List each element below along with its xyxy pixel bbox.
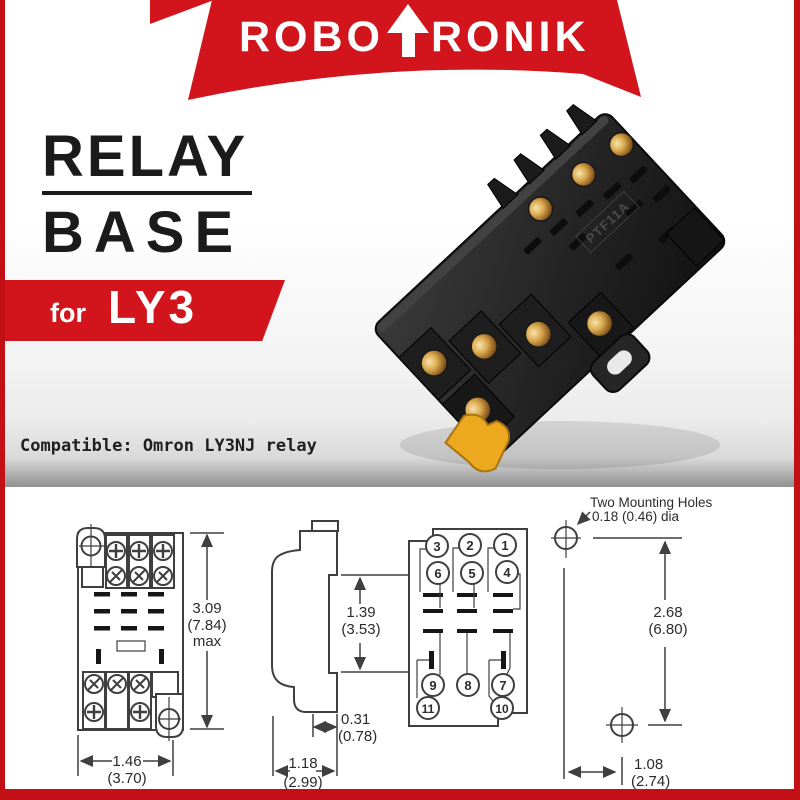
front-width-cm: (3.70) [107, 770, 146, 787]
product-photo: PTF11A [374, 104, 726, 473]
mount-274: (2.74) [631, 773, 670, 790]
side-width-dimension: 1.18 (2.99) [272, 714, 338, 790]
pin-6: 6 [434, 566, 441, 581]
pin-circles: 3 2 1 6 5 4 9 8 7 11 10 [416, 533, 519, 720]
pin-10: 10 [495, 702, 509, 716]
diagram-front-view: 3.09 (7.84) max 1.46 (3.70) [76, 524, 227, 787]
side-031: 0.31 [341, 711, 370, 728]
side-299: (2.99) [283, 774, 322, 790]
pin-8: 8 [464, 678, 471, 693]
brand-name-left: ROBO [239, 13, 384, 61]
molded-label-frame [575, 190, 640, 254]
pin-2: 2 [466, 538, 473, 553]
side-depth-dimension: 1.39 (3.53) [341, 574, 413, 673]
lower-brass-screws [420, 309, 614, 424]
frame-bottom-bar [0, 789, 800, 800]
front-height-in: 3.09 [192, 600, 221, 617]
dimension-diagrams: 3.09 (7.84) max 1.46 (3.70) 1.39 [0, 487, 800, 790]
front-width-dimension: 1.46 (3.70) [77, 735, 174, 787]
frame-right-stripe [794, 0, 800, 800]
badge-model: LY3 [108, 281, 198, 333]
diagram-mounting-view: Two Mounting Holes 0.18 (0.46) dia 2.68 … [551, 495, 713, 790]
hole-offset-dimension: 1.08 (2.74) [567, 756, 670, 790]
side-139: 1.39 [346, 604, 375, 621]
compatibility-note: Compatible: Omron LY3NJ relay [20, 436, 317, 456]
diagram-side-view: 1.39 (3.53) 0.31 (0.78) 1.18 (2.99) [271, 520, 413, 790]
mounting-hole-bottom [606, 707, 638, 743]
hero-section: PTF11A ROBO RONIK RELAY BASE [0, 0, 800, 487]
pin-5: 5 [468, 566, 475, 581]
mounting-tab-hole [607, 350, 632, 375]
mounting-note-line1: Two Mounting Holes [590, 495, 713, 510]
pin-11: 11 [422, 702, 435, 716]
mount-268: 2.68 [653, 604, 682, 621]
hole-spacing-dimension: 2.68 (6.80) [648, 540, 688, 723]
front-width-in: 1.46 [112, 753, 141, 770]
diagram-terminal-view: 3 2 1 6 5 4 9 8 7 11 10 [408, 528, 528, 727]
badge-prefix: for [50, 298, 86, 328]
mounting-ear-crosshair [158, 697, 181, 741]
relay-socket-body: PTF11A [374, 104, 726, 473]
brand-name-right: RONIK [431, 13, 590, 61]
pin-7: 7 [499, 678, 506, 693]
title-line-relay: RELAY [42, 124, 249, 189]
front-height-dimension: 3.09 (7.84) max [187, 532, 227, 730]
product-title: RELAY BASE [42, 128, 252, 262]
front-vent-slots [94, 592, 164, 664]
pin-4: 4 [503, 565, 511, 580]
up-arrow-icon [387, 4, 429, 57]
mount-680: (6.80) [648, 621, 687, 638]
pin-3: 3 [433, 539, 440, 554]
front-height-max: max [193, 633, 222, 650]
mounting-hole-top [551, 520, 581, 558]
ribbon-left-wing [150, 0, 214, 24]
din-foot [665, 207, 725, 267]
frame-left-stripe [0, 0, 5, 800]
front-height-cm: (7.84) [187, 617, 226, 634]
terminal-wiring [416, 547, 521, 702]
side-118: 1.18 [288, 755, 317, 772]
note-pointer-arrow [576, 511, 591, 526]
yellow-din-clip [444, 413, 510, 473]
side-rail-dimension: 0.31 (0.78) [312, 711, 377, 745]
side-078: (0.78) [338, 728, 377, 745]
mount-108: 1.08 [634, 756, 663, 773]
title-underline [42, 191, 252, 195]
pin-9: 9 [429, 678, 436, 693]
model-badge: for LY3 [0, 280, 285, 341]
mounting-note-line2: 0.18 (0.46) dia [592, 509, 680, 524]
brand-ribbon: ROBO RONIK [150, 0, 641, 100]
contact-bars [423, 593, 513, 669]
terminal-teeth [487, 104, 598, 210]
upper-brass-screws [527, 131, 635, 222]
side-353: (3.53) [341, 621, 380, 638]
title-line-base: BASE [42, 200, 244, 265]
front-screws-top [106, 541, 173, 586]
pin-1: 1 [501, 538, 508, 553]
front-screws-bottom [84, 674, 150, 722]
mounting-ear-crosshair [79, 524, 104, 570]
